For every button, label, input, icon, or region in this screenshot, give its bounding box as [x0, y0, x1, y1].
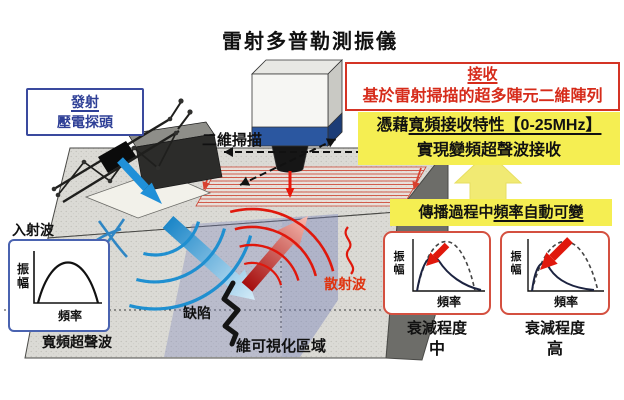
- attenuation-high-plot: [527, 237, 604, 292]
- x-axis-label: 頻率: [436, 295, 461, 309]
- x-axis-label: 頻率: [57, 309, 82, 323]
- scatter-wavefront-arcs: [229, 207, 335, 286]
- y-axis-label: 振幅: [393, 251, 405, 276]
- downshift-arrow-icon: [426, 242, 450, 266]
- transmit-box-line2: 壓電探頭: [57, 114, 113, 130]
- attenuation-high-level: 高: [546, 341, 563, 358]
- attenuation-medium-level: 中: [428, 341, 445, 358]
- y-axis-label: 振幅: [510, 251, 522, 276]
- scatter-wave-arrow: [241, 216, 308, 292]
- y-axis-label: 振幅: [16, 262, 29, 290]
- wideband-line2: 實現變頻超聲波接收: [416, 142, 561, 159]
- crack-icon: [221, 280, 241, 347]
- attenuation-medium-plot: [412, 239, 485, 292]
- wideband-line1-underlined: 寬頻接收特性【0-25MHz】: [408, 117, 602, 134]
- page-title: 雷射多普勒測振儀: [222, 31, 398, 53]
- x-axis-label: 頻率: [553, 295, 578, 309]
- incident-spectrum-chart: 振幅 頻率: [8, 239, 110, 332]
- receive-box: 接收 基於雷射掃描的超多陣元二維陣列: [345, 62, 620, 111]
- visualization-region-label: 維可視化區域: [236, 338, 327, 355]
- receive-box-line1: 接收: [467, 66, 498, 83]
- freq-note-prefix: 傳播過程中: [418, 204, 494, 221]
- broadband-ultrasound-label: 寬頻超聲波: [42, 334, 112, 350]
- downshift-arrow-icon: [540, 237, 573, 270]
- receive-box-line2: 基於雷射掃描的超多陣元二維陣列: [362, 88, 603, 105]
- incident-wave-label: 入射波: [12, 222, 54, 238]
- frequency-change-note: 傳播過程中頻率自動可變: [390, 199, 612, 226]
- attenuation-medium-caption: 衰減程度: [406, 320, 467, 337]
- scan-corner-arrow-right: [412, 167, 422, 190]
- section-guides: [4, 256, 384, 332]
- incident-wavefront-arcs: [128, 221, 253, 311]
- attenuation-high-chart: 振幅 頻率: [500, 231, 610, 315]
- scan-2d-label: 二維掃描: [202, 132, 263, 149]
- freq-note-underlined: 頻率自動可變: [493, 204, 584, 221]
- attenuation-high-caption: 衰減程度: [524, 320, 585, 337]
- scattered-wave-label: 散射波: [324, 276, 366, 292]
- incident-spectrum-plot: [33, 251, 102, 304]
- transducer-element: [98, 141, 136, 173]
- wideband-note-box: 憑藉寬頻接收特性【0-25MHz】 實現變頻超聲波接收: [358, 112, 620, 165]
- truss-joints: [51, 98, 193, 198]
- transmit-box: 發射 壓電探頭: [26, 88, 144, 136]
- defect-label: 缺陷: [183, 305, 211, 321]
- attenuation-medium-chart: 振幅 頻率: [383, 231, 491, 315]
- emit-arrow-icon: [117, 157, 162, 204]
- transmit-box-line1: 發射: [71, 94, 99, 110]
- piezo-transducer: [51, 98, 223, 219]
- wideband-line1-prefix: 憑藉: [376, 117, 409, 134]
- transducer-block-front: [135, 133, 223, 192]
- squiggle-arrow-icon: [344, 226, 355, 275]
